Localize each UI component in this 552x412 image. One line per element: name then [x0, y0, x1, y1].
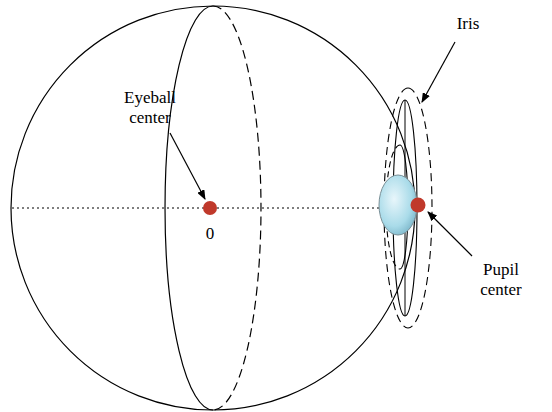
callout-number: 0	[198, 224, 222, 244]
optical-axis	[12, 207, 384, 208]
part-label: Iris	[448, 14, 488, 34]
eyeball-outline	[11, 6, 415, 410]
eyeball-center-dot	[203, 201, 217, 215]
part-label: Eyeball center	[110, 88, 190, 128]
iris-ring-outer	[408, 88, 432, 328]
pupil-center-dot	[411, 198, 426, 213]
leader-arrow	[422, 42, 455, 102]
leader-arrow	[428, 212, 472, 256]
part-label: Pupil center	[468, 260, 534, 300]
leader-arrow	[170, 133, 205, 199]
